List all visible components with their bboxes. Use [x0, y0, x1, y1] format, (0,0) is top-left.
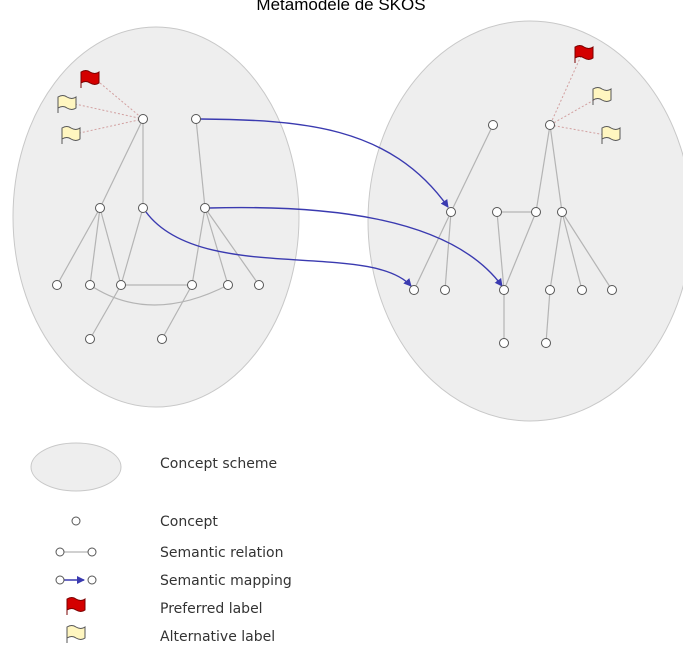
- concept-node: [116, 280, 126, 290]
- concept-node: [52, 280, 62, 290]
- semantic-relation-icon: [55, 547, 97, 557]
- concept-node: [557, 207, 567, 217]
- left-label-links: [74, 82, 144, 135]
- concept-node: [187, 280, 197, 290]
- semantic-mapping-arrow: [199, 118, 449, 208]
- left-semantic-relations: [56, 118, 260, 340]
- concept-scheme-left: [12, 26, 300, 408]
- concept-node: [541, 338, 551, 348]
- concept-node: [254, 280, 264, 290]
- concept-node: [138, 114, 148, 124]
- legend-semantic-relation-label: Semantic relation: [160, 545, 283, 561]
- left-concepts: [52, 114, 264, 344]
- legend-alternative-label-label: Alternative label: [160, 629, 275, 645]
- concept-node: [85, 334, 95, 344]
- concept-node: [499, 338, 509, 348]
- concept-scheme-right: [367, 20, 683, 422]
- alternative-label-flag-icon: [61, 126, 81, 144]
- legend: Concept scheme Concept Semantic relation…: [30, 442, 292, 645]
- diagram-title: Métamodèle de SKOS: [256, 0, 425, 14]
- concept-node: [607, 285, 617, 295]
- concept-node: [440, 285, 450, 295]
- concept-node: [488, 120, 498, 130]
- right-label-flags: [574, 45, 621, 144]
- semantic-mapping-arrow-icon: [55, 575, 97, 585]
- concept-scheme-ellipse-icon: [30, 442, 122, 492]
- semantic-mappings: [145, 118, 503, 287]
- concept-node: [545, 285, 555, 295]
- concept-node: [492, 207, 502, 217]
- concept-node: [191, 114, 201, 124]
- legend-preferred-label-label: Preferred label: [160, 601, 263, 617]
- preferred-label-flag-icon: [80, 70, 100, 88]
- right-semantic-relations: [413, 124, 613, 344]
- alternative-label-flag-icon: [57, 95, 77, 113]
- left-label-flags: [57, 70, 100, 144]
- concept-node: [157, 334, 167, 344]
- concept-node: [85, 280, 95, 290]
- concept-node: [223, 280, 233, 290]
- right-concepts: [409, 120, 617, 348]
- legend-semantic-mapping-label: Semantic mapping: [160, 573, 292, 589]
- semantic-mapping-arrow: [145, 211, 412, 287]
- concept-node: [531, 207, 541, 217]
- legend-concept-scheme-label: Concept scheme: [160, 456, 277, 472]
- concept-node: [446, 207, 456, 217]
- concept-node: [545, 120, 555, 130]
- concept-node: [499, 285, 509, 295]
- preferred-label-flag-icon: [574, 45, 594, 63]
- semantic-mapping-arrow: [208, 206, 503, 287]
- alternative-label-flag-icon: [601, 126, 621, 144]
- concept-node: [138, 203, 148, 213]
- preferred-label-flag-icon: [66, 597, 86, 615]
- alternative-label-flag-icon: [66, 625, 86, 643]
- concept-node: [200, 203, 210, 213]
- alternative-label-flag-icon: [592, 87, 612, 105]
- concept-node: [95, 203, 105, 213]
- concept-node: [409, 285, 419, 295]
- concept-node-icon: [71, 516, 81, 526]
- concept-node: [577, 285, 587, 295]
- legend-concept-label: Concept: [160, 514, 218, 530]
